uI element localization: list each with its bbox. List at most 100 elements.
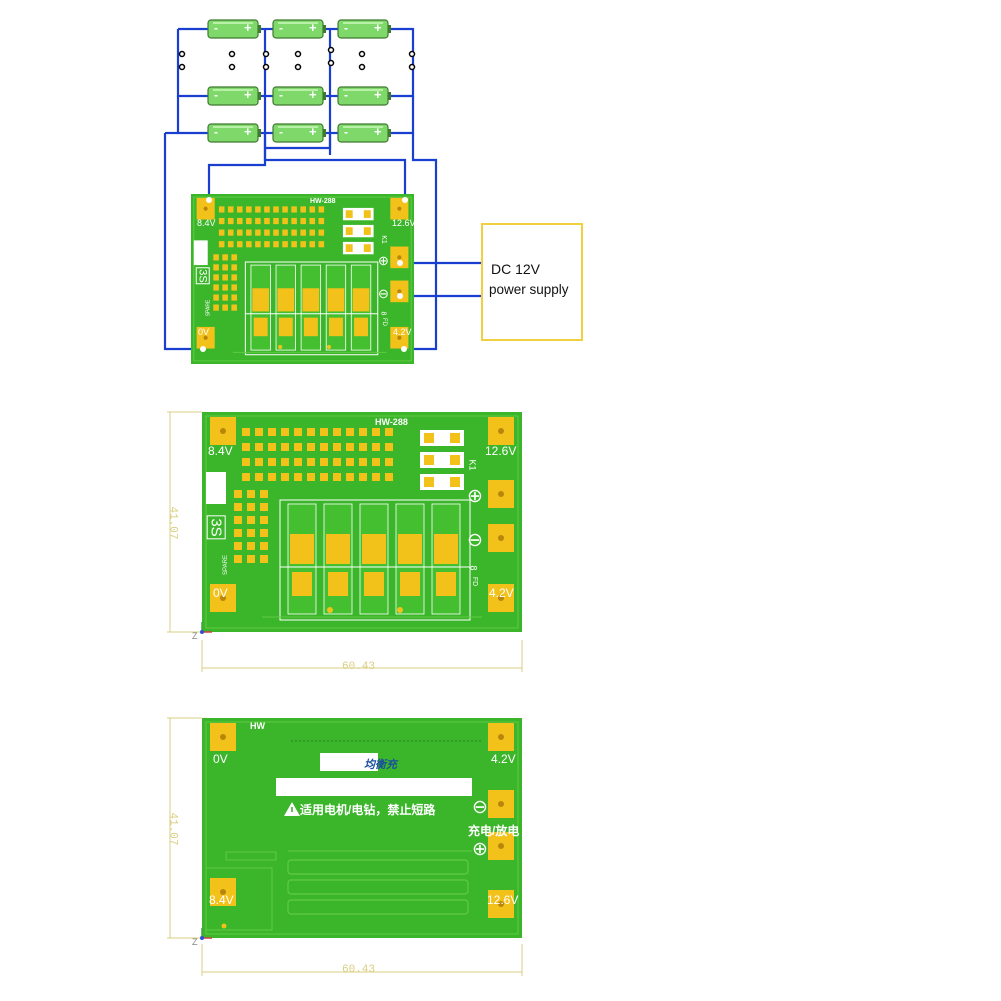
diode-pad (363, 227, 371, 235)
via-dot (455, 740, 457, 742)
pad-hole (397, 206, 402, 211)
pad-hole (498, 428, 504, 434)
bus-strip (287, 859, 469, 875)
test-point (326, 344, 332, 350)
via-dot (379, 740, 381, 742)
smd-part (227, 229, 234, 236)
power-supply-line2: power supply (489, 282, 569, 297)
battery-cell (337, 19, 391, 39)
smd-part (255, 206, 261, 213)
via-dot (375, 740, 377, 742)
smd-part (234, 555, 242, 563)
via-dot (439, 740, 441, 742)
small-strip (225, 851, 277, 861)
pad-hole (397, 255, 402, 260)
smd-part (218, 241, 225, 248)
smd-part (213, 264, 219, 271)
diode-pad (345, 227, 353, 235)
smd-part (264, 206, 270, 213)
smd-part (246, 217, 252, 225)
blank-label-bar (276, 778, 472, 796)
diode-pad (424, 455, 434, 465)
smd-part (346, 443, 354, 451)
smd-part (213, 274, 219, 281)
smd-part (318, 217, 325, 225)
smd-part (333, 443, 341, 451)
via-dot (467, 740, 469, 742)
smd-part (222, 294, 228, 301)
smd-part (282, 241, 288, 248)
battery-cells (207, 19, 391, 143)
top-minus-symbol: ⊖ (378, 286, 389, 301)
smd-part (222, 254, 228, 261)
smd-part (300, 229, 306, 236)
bus-strip (287, 899, 469, 915)
cell-plus-label: + (374, 124, 382, 139)
smd-part (318, 229, 325, 236)
smd-part (372, 458, 380, 466)
cell-plus-label: + (309, 124, 317, 139)
smd-part (281, 458, 289, 466)
smd-part (385, 458, 393, 466)
top-fd-mark: FD (381, 318, 387, 326)
test-point (397, 607, 403, 613)
via-dot (371, 740, 373, 742)
smd-part (227, 206, 234, 213)
smd-part (234, 542, 242, 550)
diode-pad (363, 210, 371, 218)
back-plus-symbol: ⊕ (472, 839, 488, 860)
back-width-dim: 60.43 (342, 964, 376, 976)
smd-part (268, 428, 276, 436)
pcb-front (202, 412, 522, 632)
cell-plus-label: + (374, 20, 382, 35)
cell-minus-label: - (344, 21, 348, 35)
smd-part (268, 458, 276, 466)
pad-hole (397, 335, 402, 340)
smd-part (255, 229, 261, 236)
cell-tip (258, 25, 261, 33)
smd-part (264, 217, 270, 225)
smd-part (255, 473, 263, 481)
smd-part (359, 443, 367, 451)
mosfet-pad (292, 572, 312, 596)
cell-tip (388, 25, 391, 33)
via-dot (431, 740, 433, 742)
smd-part (246, 229, 252, 236)
top-pad-label-8v4: 8.4V (197, 218, 216, 228)
smd-part (247, 542, 255, 550)
smd-part (231, 294, 237, 301)
smd-part (385, 428, 393, 436)
diode-pad (424, 477, 434, 487)
smd-part (294, 458, 302, 466)
via-dot (339, 740, 341, 742)
smd-part (213, 294, 219, 301)
back-balance-label: 均衡充 (364, 759, 397, 771)
front-model-label: HW-288 (375, 417, 408, 427)
smd-part (234, 516, 242, 524)
battery-cell (207, 19, 261, 39)
smd-part (264, 241, 270, 248)
front-plus-symbol: ⊕ (467, 486, 483, 507)
copper-area (205, 867, 273, 931)
smd-part (309, 241, 316, 248)
smd-part (291, 229, 297, 236)
via-dot (463, 740, 465, 742)
smd-part (247, 555, 255, 563)
smd-part (247, 503, 255, 511)
smd-part (260, 555, 268, 563)
front-width-dim: 60.43 (342, 661, 376, 673)
front-fd-mark: FD (471, 576, 479, 587)
pad-hole (220, 595, 226, 601)
cell-minus-label: - (214, 21, 218, 35)
via-dot (315, 740, 317, 742)
cell-plus-label: + (309, 20, 317, 35)
diode-pad (450, 477, 460, 487)
smd-part (247, 529, 255, 537)
smd-part (309, 206, 316, 213)
via-dot (383, 740, 385, 742)
diode-pad (345, 244, 353, 252)
power-supply-line1: DC 12V (491, 261, 541, 277)
smd-part (231, 264, 237, 271)
smd-part (264, 229, 270, 236)
